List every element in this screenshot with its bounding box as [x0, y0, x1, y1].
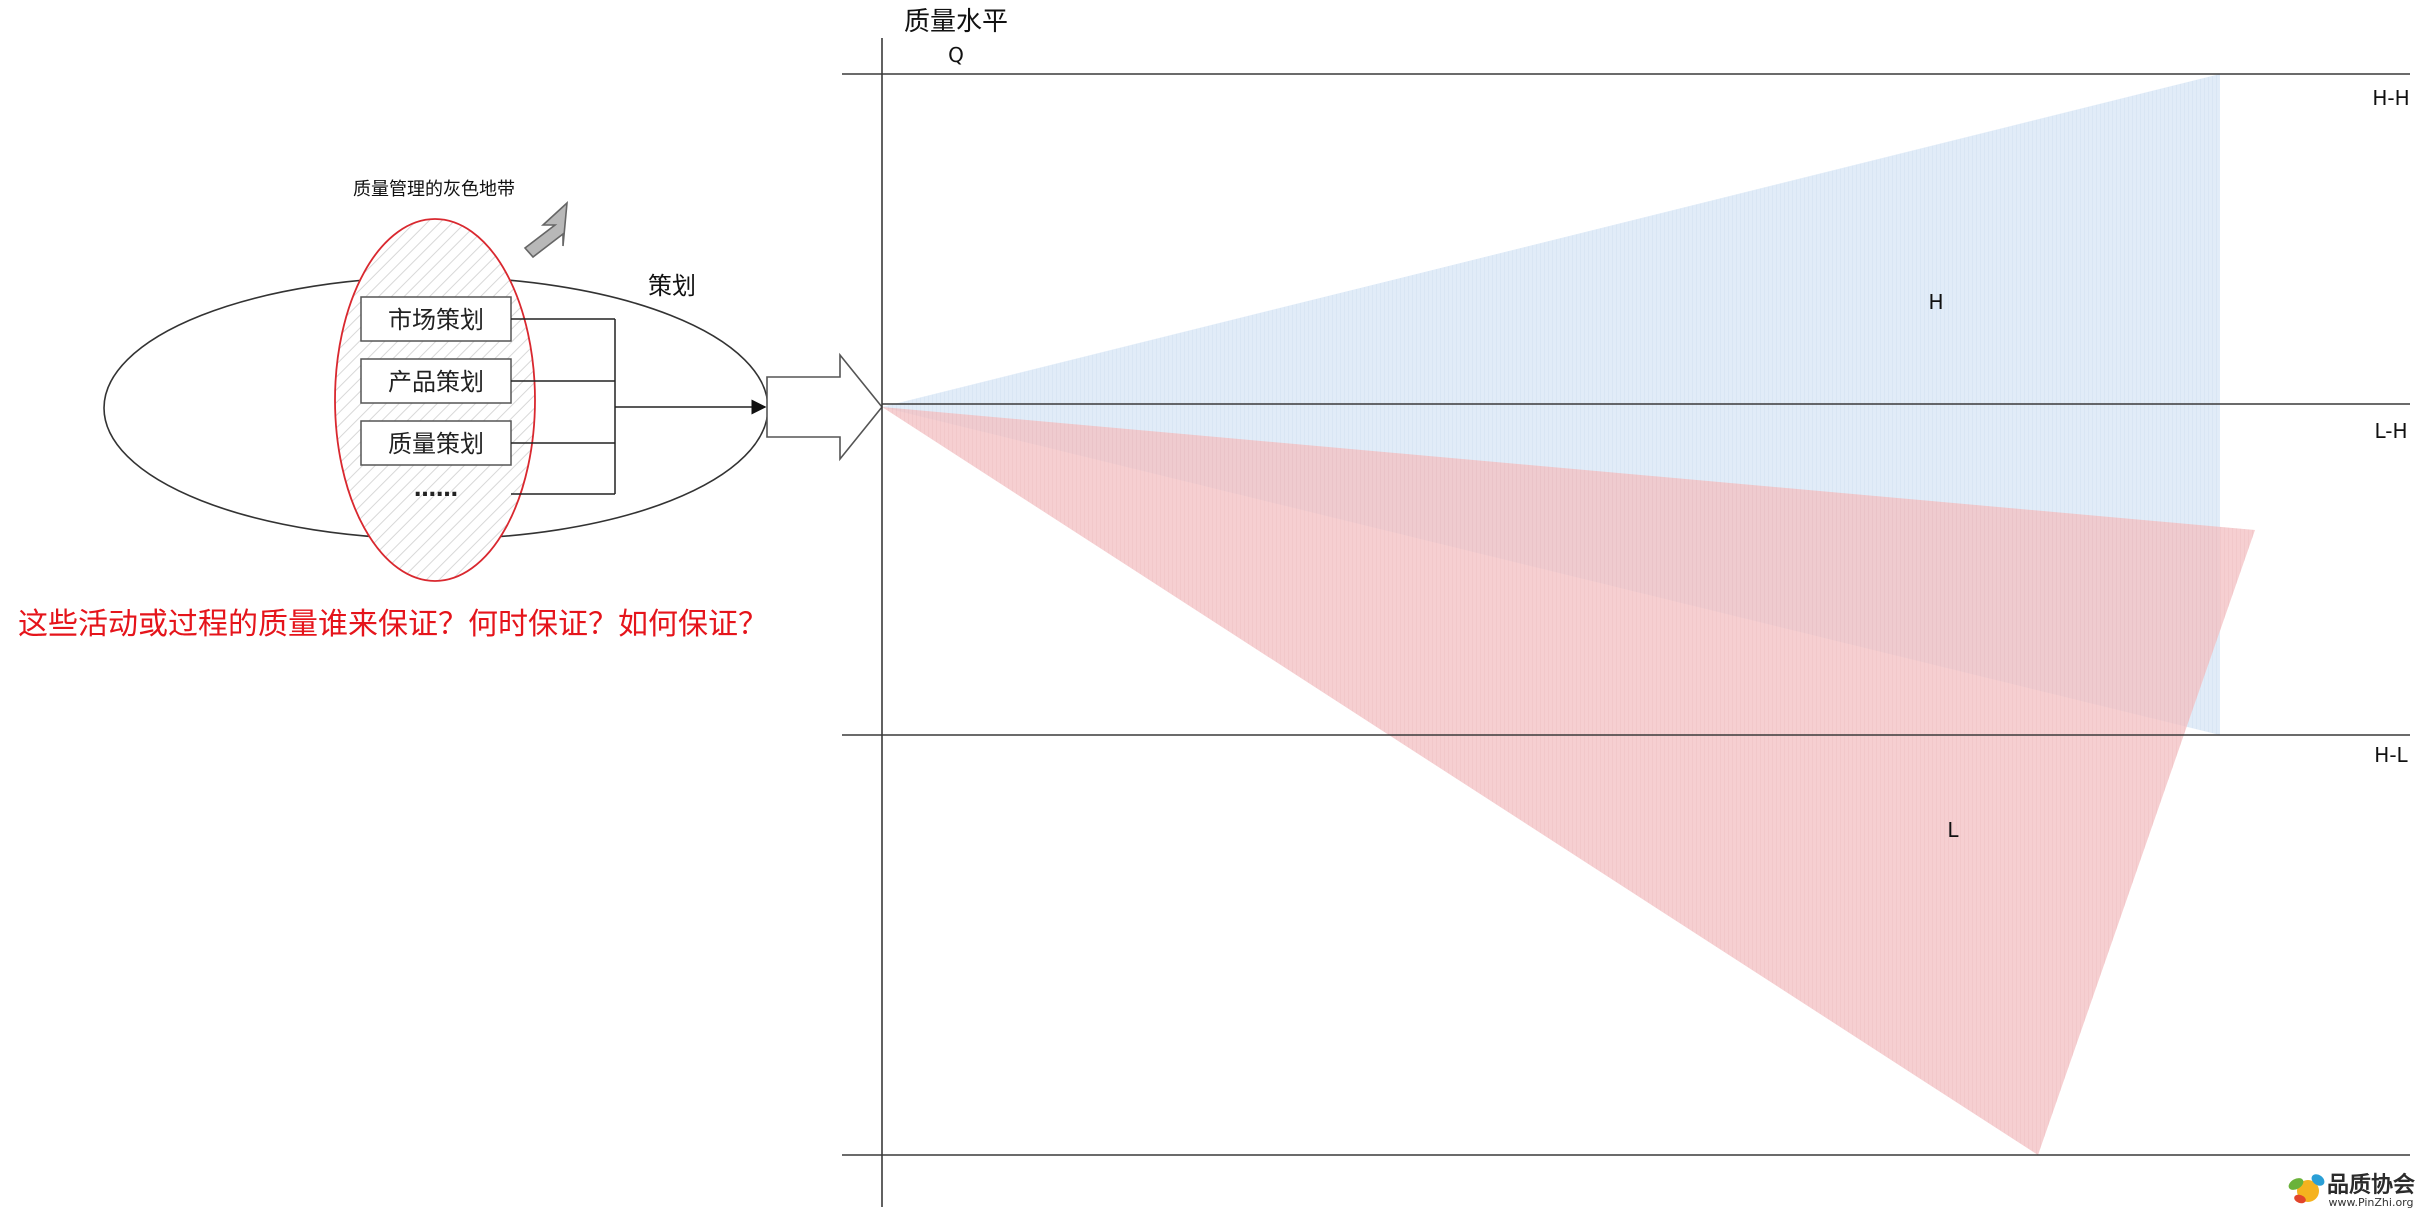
- level-label-hl: H-L: [2374, 743, 2408, 767]
- planning-label: 策划: [648, 272, 696, 300]
- planning-item-ellipsis: ……: [414, 477, 458, 502]
- zone-label-low: L: [1947, 818, 1959, 842]
- watermark-url: www.PinZhi.org: [2329, 1196, 2414, 1209]
- level-label-lh: L-H: [2374, 419, 2407, 443]
- planning-item-label: 质量策划: [388, 430, 484, 458]
- connector-bracket: [511, 318, 767, 495]
- leaf-icon: [2288, 1174, 2325, 1204]
- gray-zone-arrow-icon: [523, 201, 568, 259]
- level-lines: [842, 73, 2410, 1156]
- planning-item-quality: 质量策划: [360, 420, 512, 466]
- gray-zone-label: 质量管理的灰色地带: [353, 179, 515, 200]
- zone-label-high: H: [1928, 290, 1943, 314]
- y-axis-title: 质量水平: [904, 7, 1008, 37]
- planning-item-label: 产品策划: [388, 368, 484, 396]
- level-label-hh: H-H: [2372, 86, 2409, 110]
- planning-item-product: 产品策划: [360, 358, 512, 404]
- watermark-logo: 品质协会 www.PinZhi.org: [2288, 1172, 2415, 1209]
- watermark-brand: 品质协会: [2327, 1172, 2415, 1198]
- y-axis-symbol: Q: [948, 43, 964, 67]
- quality-question: 这些活动或过程的质量谁来保证？何时保证？如何保证？: [18, 607, 768, 642]
- planning-item-market: 市场策划: [360, 296, 512, 342]
- planning-item-label: 市场策划: [388, 306, 484, 334]
- low-zone: [882, 407, 2255, 1155]
- flow-arrow-icon: [766, 352, 884, 462]
